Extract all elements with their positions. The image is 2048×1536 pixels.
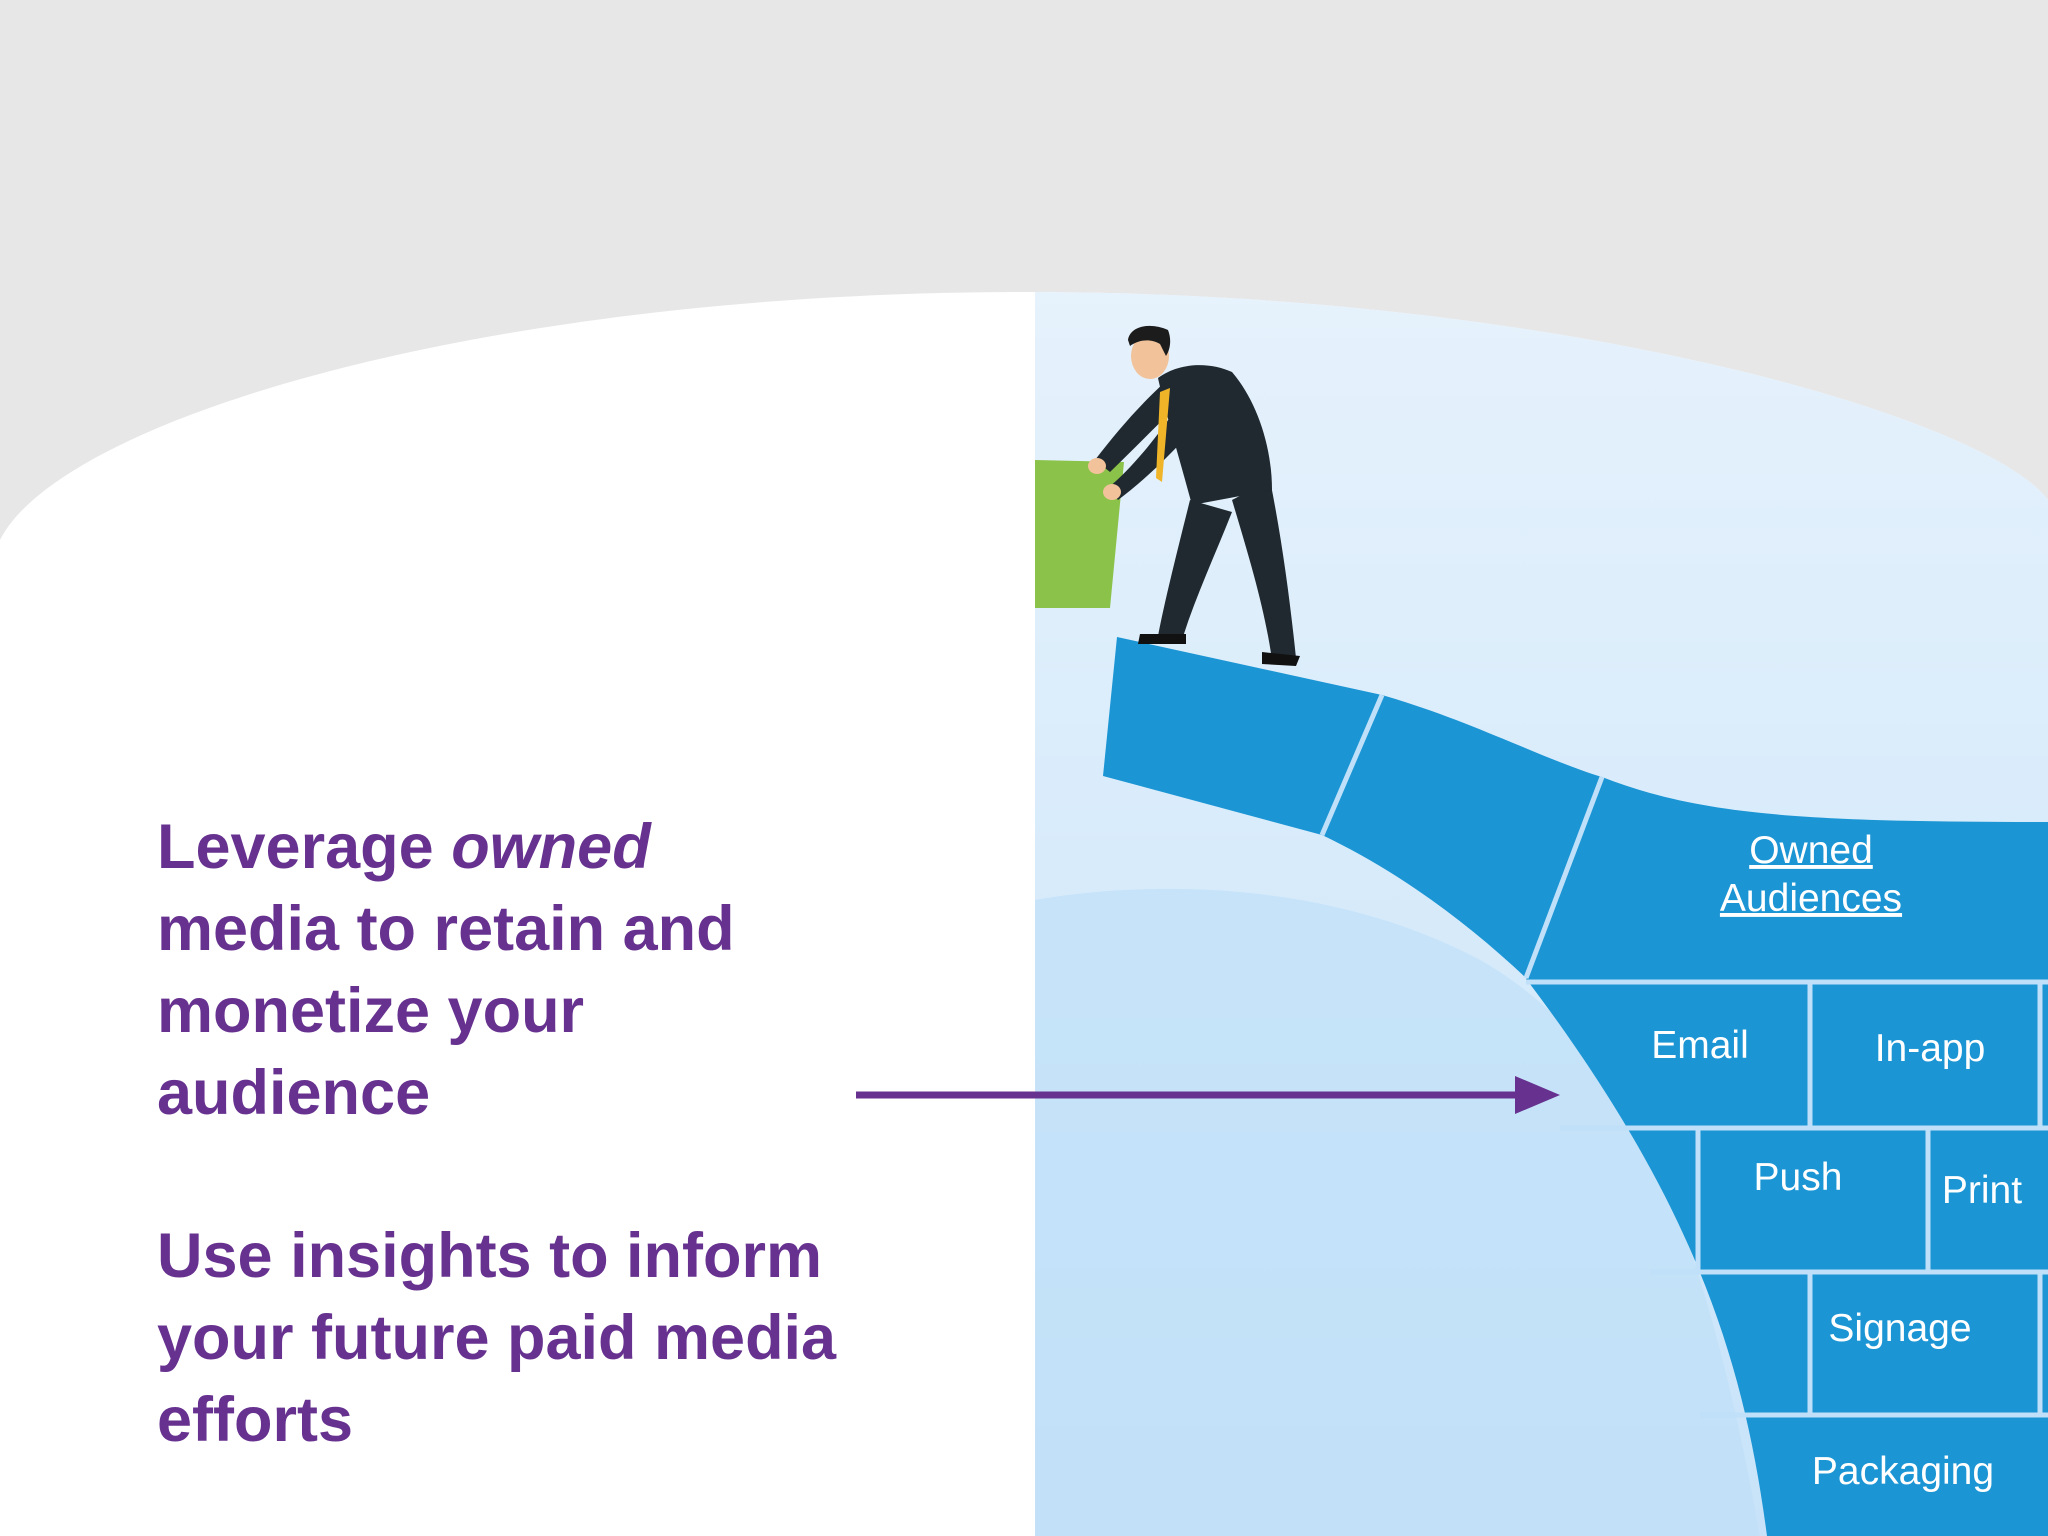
brick-print: Print xyxy=(1942,1169,2022,1212)
lead-emphasis: owned xyxy=(451,812,651,882)
lead-message: Leverage owned media to retain and monet… xyxy=(157,806,837,1134)
businessman-pushing-block-icon xyxy=(1088,325,1300,666)
brick-push: Push xyxy=(1754,1156,1843,1199)
insight-message: Use insights to inform your future paid … xyxy=(157,1215,837,1461)
brick-packaging: Packaging xyxy=(1812,1450,1994,1493)
arch-side-bricks xyxy=(1526,979,2048,1536)
green-block xyxy=(1035,460,1124,608)
insight-text: Use insights to inform your future paid … xyxy=(157,1221,837,1455)
lead-prefix: Leverage xyxy=(157,812,452,882)
owned-audiences-label-line2: Audiences xyxy=(1720,877,1902,920)
right-arrow-icon xyxy=(856,1076,1560,1114)
brick-signage: Signage xyxy=(1828,1307,1971,1350)
arch-top-bricks xyxy=(1103,637,2048,980)
lead-rest: media to retain and monetize your audien… xyxy=(157,894,735,1128)
owned-audiences-label-line1: Owned xyxy=(1749,829,1873,872)
brick-in-app: In-app xyxy=(1875,1027,1986,1070)
brick-email: Email xyxy=(1651,1024,1749,1067)
